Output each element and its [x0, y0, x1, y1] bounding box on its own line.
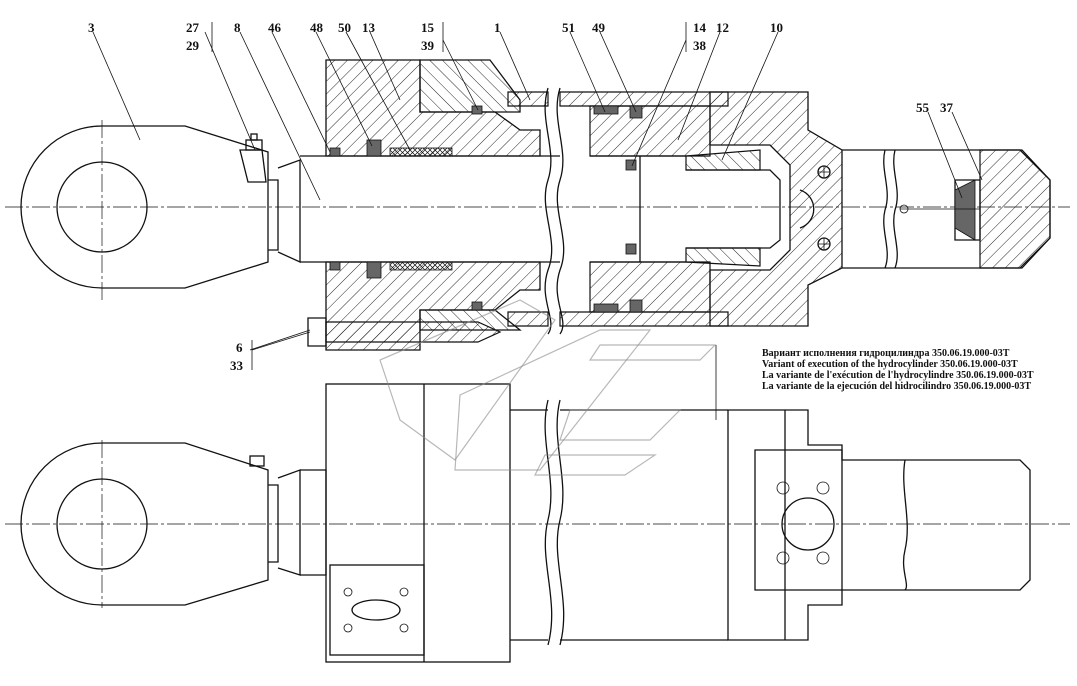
- callout-33: 33: [230, 358, 244, 373]
- callout-8: 8: [234, 20, 241, 35]
- callout-49: 49: [592, 20, 606, 35]
- callout-13: 13: [362, 20, 376, 35]
- callout-39: 39: [421, 38, 435, 53]
- callout-3: 3: [88, 20, 95, 35]
- bottom-lower: [727, 409, 1031, 641]
- leader-lines: [92, 22, 983, 420]
- piston-nut-upper: [685, 149, 781, 267]
- grease-nipple-upper: [239, 133, 267, 183]
- variant-note-fr: La variante de l'exécution de l'hydrocyl…: [762, 370, 1034, 381]
- gland-head-upper: [325, 59, 541, 351]
- callout-50: 50: [338, 20, 351, 35]
- variant-note-es: La variante de la ejecución del hidrocil…: [762, 381, 1031, 392]
- upper-sectional-view: [5, 59, 1070, 351]
- lower-external-view: [5, 383, 1070, 663]
- callout-29: 29: [186, 38, 200, 53]
- callout-37: 37: [940, 100, 954, 115]
- rod-eye-upper: [20, 125, 301, 289]
- callout-38: 38: [693, 38, 707, 53]
- callout-14: 14: [693, 20, 707, 35]
- callout-51: 51: [562, 20, 575, 35]
- barrel-lower: [510, 399, 728, 646]
- callout-10: 10: [770, 20, 783, 35]
- watermark-logo: [379, 299, 717, 476]
- cylinder-bottom-upper: [709, 91, 1051, 327]
- variant-note: Вариант исполнения гидроцилиндра 350.06.…: [762, 348, 1034, 392]
- callout-labels: 3 27 29 8 46 48 50 13 15 39 1 51 49 14 3…: [88, 20, 954, 373]
- callout-55: 55: [916, 100, 930, 115]
- callout-1: 1: [494, 20, 501, 35]
- gland-body-lower: [325, 383, 511, 663]
- callout-27: 27: [186, 20, 200, 35]
- callout-46: 46: [268, 20, 282, 35]
- callout-6: 6: [236, 340, 243, 355]
- piston-upper: [589, 105, 711, 313]
- variant-note-ru: Вариант исполнения гидроцилиндра 350.06.…: [762, 348, 1010, 359]
- variant-note-en: Variant of execution of the hydrocylinde…: [762, 359, 1018, 370]
- callout-12: 12: [716, 20, 729, 35]
- callout-15: 15: [421, 20, 435, 35]
- callout-48: 48: [310, 20, 324, 35]
